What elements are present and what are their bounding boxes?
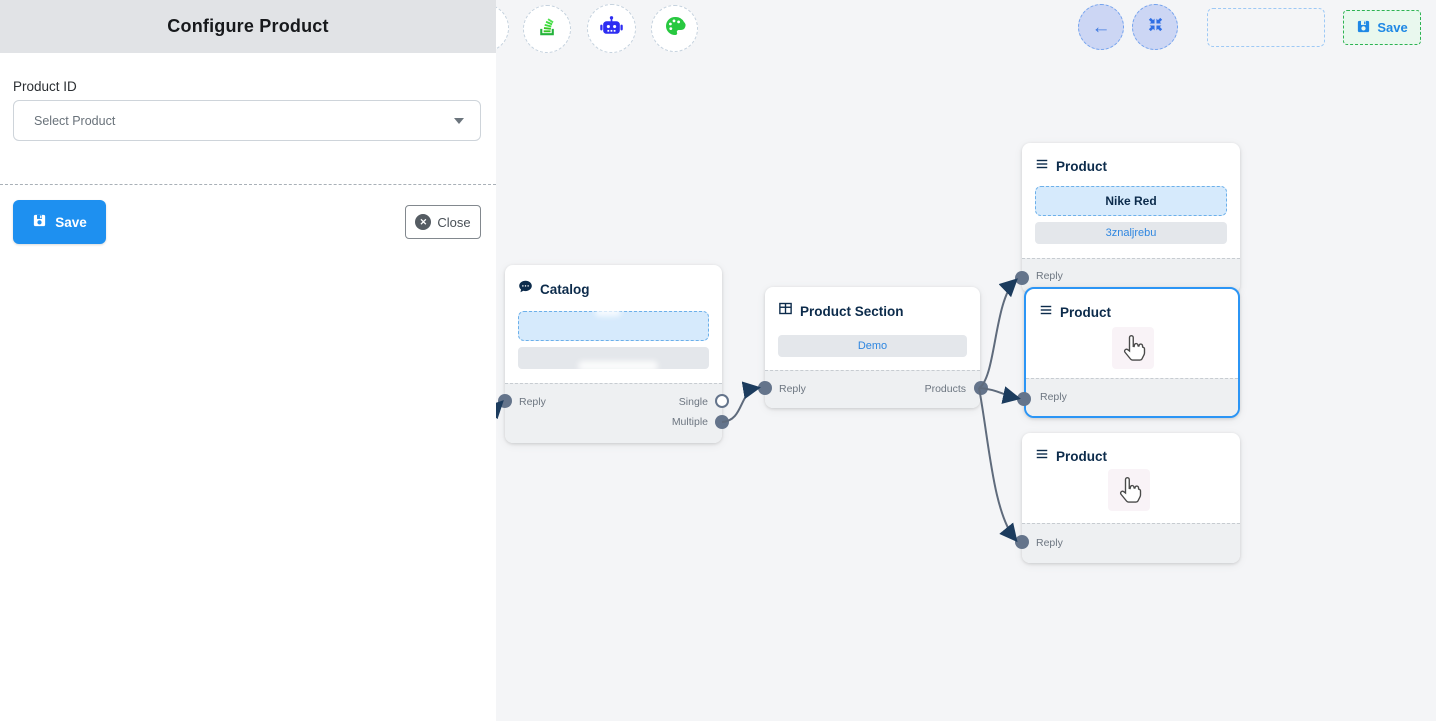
blurred-text-smudge [595, 308, 621, 316]
product-middle-reply-handle[interactable] [1017, 392, 1031, 406]
catalog-single-handle[interactable] [715, 394, 729, 408]
chat-bubble-icon [518, 279, 533, 299]
bot-button[interactable] [587, 4, 636, 53]
edge-section-products-to-product-bottom[interactable] [978, 387, 1018, 543]
compress-icon [1146, 15, 1165, 39]
product-middle-footer: Reply [1026, 378, 1238, 416]
close-button-label: Close [437, 214, 471, 230]
product-bottom-title: Product [1056, 449, 1108, 464]
table-grid-icon [778, 301, 793, 321]
page-title: Configure Product [167, 16, 329, 36]
product-top-option-2[interactable]: 3znaljrebu [1035, 222, 1227, 244]
blurred-text-smudge [578, 361, 658, 371]
palette-icon [663, 14, 687, 43]
catalog-node-title: Catalog [540, 281, 590, 297]
hand-cursor-icon [1112, 327, 1154, 369]
product-section-footer: Reply Products [765, 370, 980, 408]
catalog-reply-handle[interactable] [498, 394, 512, 408]
product-top-option-1[interactable]: Nike Red [1035, 186, 1227, 216]
edge-catalog-multiple-to-section-reply[interactable] [721, 381, 761, 423]
hamburger-icon [1035, 447, 1049, 466]
product-middle-reply-label: Reply [1040, 391, 1067, 403]
product-top-reply-handle[interactable] [1015, 271, 1029, 285]
close-button[interactable]: ✕ Close [405, 205, 481, 239]
node-catalog[interactable]: Catalog Reply Single Multiple [498, 265, 729, 443]
product-section-reply-handle[interactable] [758, 381, 772, 395]
panel-divider [0, 184, 496, 185]
canvas-save-label: Save [1377, 20, 1408, 35]
product-section-products-label: Products [924, 383, 966, 395]
hamburger-icon [1039, 303, 1053, 322]
floppy-icon [1356, 19, 1371, 37]
product-top-option-1-label: Nike Red [1105, 194, 1157, 208]
node-product-bottom[interactable]: Product Reply [1015, 433, 1240, 563]
save-button[interactable]: Save [13, 200, 106, 244]
catalog-single-label: Single [678, 396, 708, 408]
product-id-select-value: Select Product [34, 113, 116, 128]
product-bottom-header[interactable]: Product [1022, 433, 1240, 476]
hamburger-icon [1035, 157, 1049, 176]
back-button[interactable]: ← [1078, 4, 1124, 50]
close-icon: ✕ [415, 214, 432, 230]
product-top-option-2-label: 3znaljrebu [1105, 227, 1157, 239]
stack-icon [536, 15, 559, 43]
product-section-demo-label: Demo [857, 340, 888, 352]
product-bottom-reply-handle[interactable] [1015, 535, 1029, 549]
edge-section-products-to-product-middle[interactable] [978, 386, 1021, 404]
product-bottom-reply-label: Reply [1036, 537, 1063, 549]
fit-view-button[interactable] [1132, 4, 1178, 50]
product-section-reply-label: Reply [779, 383, 806, 395]
product-middle-title: Product [1060, 305, 1112, 320]
node-product-middle[interactable]: Product Reply [1017, 287, 1240, 418]
robot-icon [599, 14, 624, 44]
product-section-demo-button[interactable]: Demo [778, 335, 967, 357]
content-stack-button[interactable] [523, 5, 571, 53]
product-top-header[interactable]: Product [1022, 143, 1240, 184]
configure-product-panel: Configure Product Product ID Select Prod… [0, 0, 496, 721]
product-top-title: Product [1056, 159, 1108, 174]
canvas-save-button[interactable]: Save [1343, 10, 1421, 45]
catalog-node-header[interactable]: Catalog [505, 265, 722, 309]
theme-button[interactable] [651, 5, 698, 52]
product-section-header[interactable]: Product Section [765, 287, 980, 331]
node-product-section[interactable]: Product Section Demo Reply Products [758, 287, 988, 408]
edge-section-products-to-product-top[interactable] [978, 278, 1018, 389]
catalog-reply-label: Reply [519, 396, 546, 408]
product-id-select[interactable]: Select Product [13, 100, 481, 141]
catalog-multiple-label: Multiple [671, 416, 708, 428]
product-section-title: Product Section [800, 303, 904, 319]
floppy-icon [32, 213, 47, 231]
catalog-gray-option[interactable] [518, 347, 709, 371]
product-bottom-footer: Reply [1022, 523, 1240, 563]
product-top-reply-label: Reply [1036, 270, 1063, 282]
chevron-down-icon [454, 117, 464, 124]
panel-header: Configure Product [0, 0, 496, 53]
node-product-top[interactable]: Product Nike Red 3znaljrebu Reply [1015, 143, 1240, 293]
product-id-label: Product ID [13, 79, 77, 94]
hand-cursor-icon [1108, 469, 1150, 511]
catalog-dashed-option[interactable] [518, 308, 709, 341]
catalog-node-footer: Reply Single Multiple [505, 383, 722, 443]
product-middle-header[interactable]: Product [1026, 289, 1238, 332]
back-arrow-icon: ← [1091, 16, 1111, 38]
save-button-label: Save [55, 214, 87, 230]
empty-dashed-button[interactable] [1207, 8, 1325, 47]
